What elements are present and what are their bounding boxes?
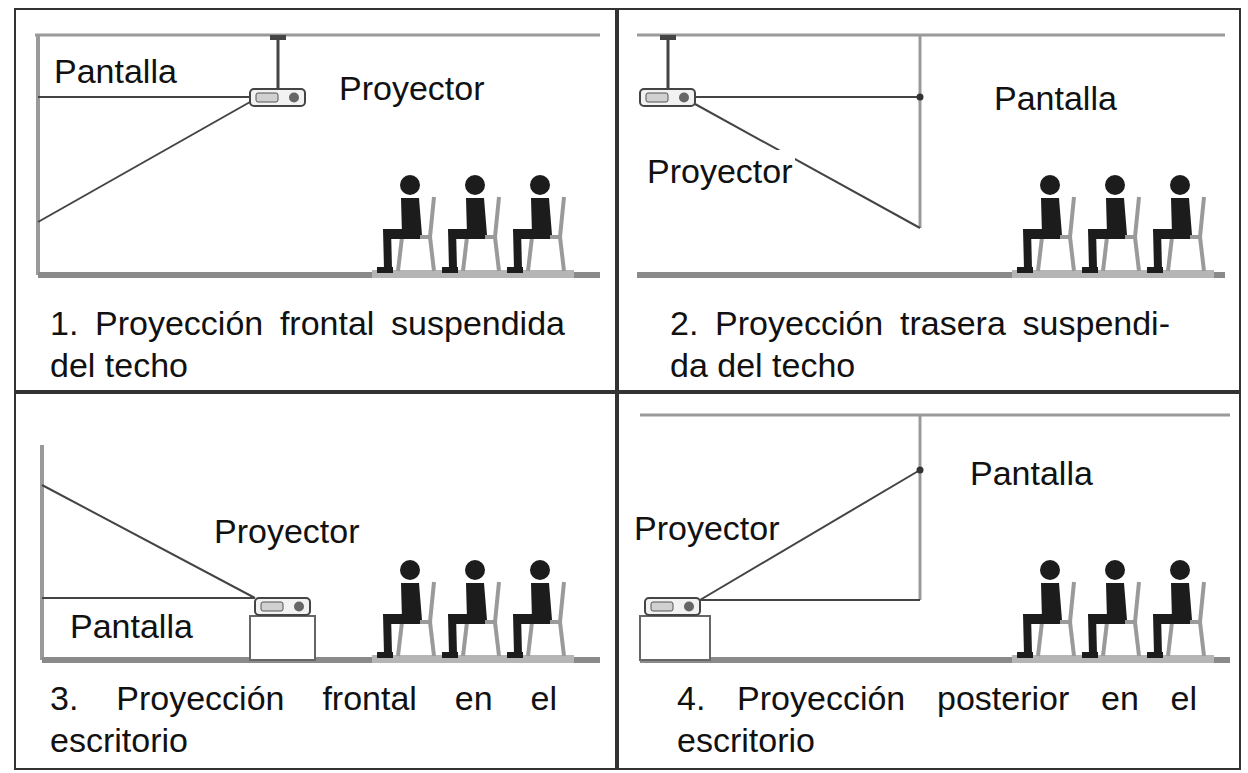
screen-point [917,94,924,101]
person-icon [437,560,509,663]
caption: 2. Proyección trasera suspendi- da del t… [670,302,1170,386]
projector-icon [640,89,695,106]
person-icon [502,175,574,278]
screen [919,35,922,228]
desk [640,616,710,660]
projection-line [695,96,920,98]
ceiling-mount [270,35,286,40]
ceiling-mount [667,35,670,90]
screen-wall [40,445,44,660]
projector-icon [255,598,310,615]
person-icon [372,560,444,663]
projection-line [700,599,920,601]
screen-label: Pantalla [52,50,179,92]
panel: Pantalla Proyector 1. Proyección frontal s… [14,8,617,392]
projector-label: Proyector [337,67,487,109]
ceiling-mount [277,35,280,90]
person-icon [1012,175,1084,278]
projection-line [38,102,250,222]
person-icon [1012,560,1084,663]
projector-label: Proyector [645,150,795,192]
screen-label: Pantalla [992,77,1119,119]
person-icon [1077,175,1149,278]
person-icon [1142,175,1214,278]
screen-label: Pantalla [968,452,1095,494]
ceiling [640,414,1230,417]
screen-label: Pantalla [68,605,195,647]
person-icon [1142,560,1214,663]
panel: ProyectorPantalla 3. Proyección frontal e… [14,392,617,770]
person-icon [1077,560,1149,663]
person-icon [372,175,444,278]
screen [919,415,922,600]
person-icon [437,175,509,278]
caption: 4. Proyección posterior en el escritorio [677,677,1197,761]
ceiling-mount [660,35,676,40]
ceiling [637,34,1225,37]
panel: PantallaProyector 4. Proyección posterior… [617,392,1241,770]
projector-label: Proyector [632,507,782,549]
projector-label: Proyector [212,510,362,552]
projector-icon [645,598,700,615]
desk [250,616,315,660]
caption: 1. Proyección frontal suspendida del tec… [50,302,565,386]
panel: PantallaProyector 2. Proyección trasera s… [617,8,1241,392]
projector-icon [250,89,305,106]
ceiling [35,34,600,37]
screen-wall [36,35,40,275]
caption: 3. Proyección frontal en el escritorio [50,677,557,761]
screen-point [917,467,924,474]
projection-line [42,597,255,599]
person-icon [502,560,574,663]
projection-line [38,96,250,98]
